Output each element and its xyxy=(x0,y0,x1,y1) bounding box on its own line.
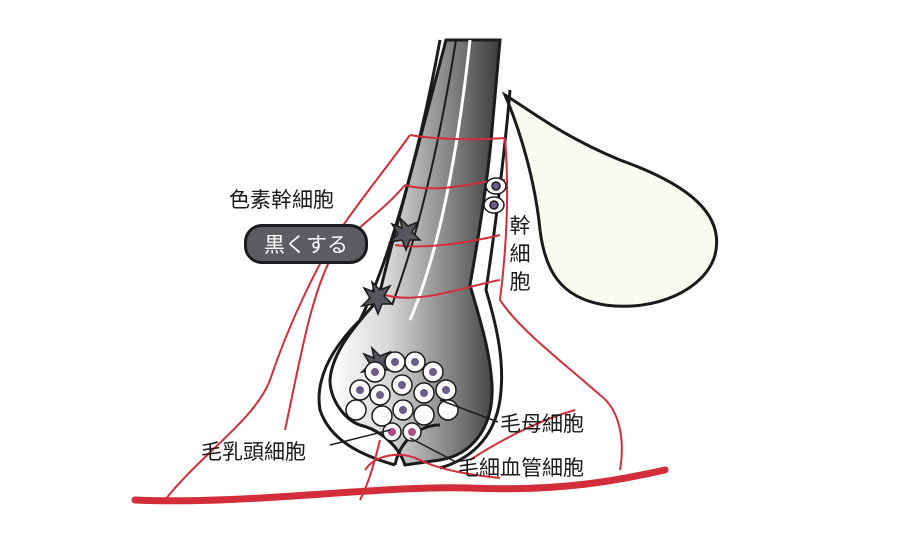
stem-cell-2-nucleus xyxy=(489,200,499,210)
matrix-nucleus xyxy=(442,386,450,394)
label-melanocyte-stem-cell: 色素幹細胞 xyxy=(229,188,334,212)
matrix-nucleus xyxy=(399,406,407,414)
matrix-nucleus xyxy=(356,386,364,394)
follicle-outer-wall-left xyxy=(317,39,442,467)
capillary-net-right xyxy=(498,137,623,471)
capillary-net-right-2 xyxy=(469,409,576,461)
papilla-nucleus xyxy=(408,428,416,436)
matrix-nucleus xyxy=(411,358,419,366)
matrix-nucleus xyxy=(429,368,437,376)
capillary-net-bottom xyxy=(364,453,501,479)
melanocyte-star-2 xyxy=(359,279,394,317)
follicle-outer-wall-right xyxy=(439,89,512,470)
matrix-cell xyxy=(371,405,393,427)
label-stem-cell-vertical: 幹 細 胞 xyxy=(508,212,532,296)
label-stem-cell-char-2: 細 xyxy=(509,242,531,266)
blacken-badge-text: 黒くする xyxy=(264,233,348,257)
leader-hair-matrix xyxy=(439,399,499,423)
hair-sheath-inner xyxy=(391,39,457,306)
matrix-nucleus xyxy=(420,389,428,397)
matrix-nucleus xyxy=(376,391,384,399)
stem-cell-1-nucleus xyxy=(491,181,501,191)
leader-capillary xyxy=(409,437,457,463)
capillary-net-left-2 xyxy=(284,184,406,431)
matrix-nucleus xyxy=(391,358,399,366)
matrix-cell xyxy=(345,399,367,421)
label-capillary-cell: 毛細血管細胞 xyxy=(458,456,584,480)
label-stem-cell-char-1: 幹 xyxy=(509,214,531,238)
matrix-nucleus xyxy=(371,368,379,376)
blacken-badge: 黒くする xyxy=(244,224,368,264)
label-dermal-papilla-cell: 毛乳頭細胞 xyxy=(201,440,306,464)
papilla-nucleus xyxy=(388,428,396,436)
leader-dermal-papilla xyxy=(329,429,391,446)
matrix-nucleus xyxy=(398,381,406,389)
label-hair-matrix-cell: 毛母細胞 xyxy=(500,412,584,436)
label-stem-cell-char-3: 胞 xyxy=(509,270,531,294)
melanocyte-star-1 xyxy=(387,215,422,253)
hair-sheath-outer xyxy=(408,39,472,321)
sebaceous-gland xyxy=(501,91,719,308)
dermal-blood-vessel xyxy=(131,466,669,505)
capillary-net-left xyxy=(164,134,411,501)
capillary-net-4 xyxy=(384,279,501,299)
capillary-net-1 xyxy=(409,134,506,141)
matrix-cell xyxy=(413,404,435,426)
capillary-net-center xyxy=(359,439,381,501)
